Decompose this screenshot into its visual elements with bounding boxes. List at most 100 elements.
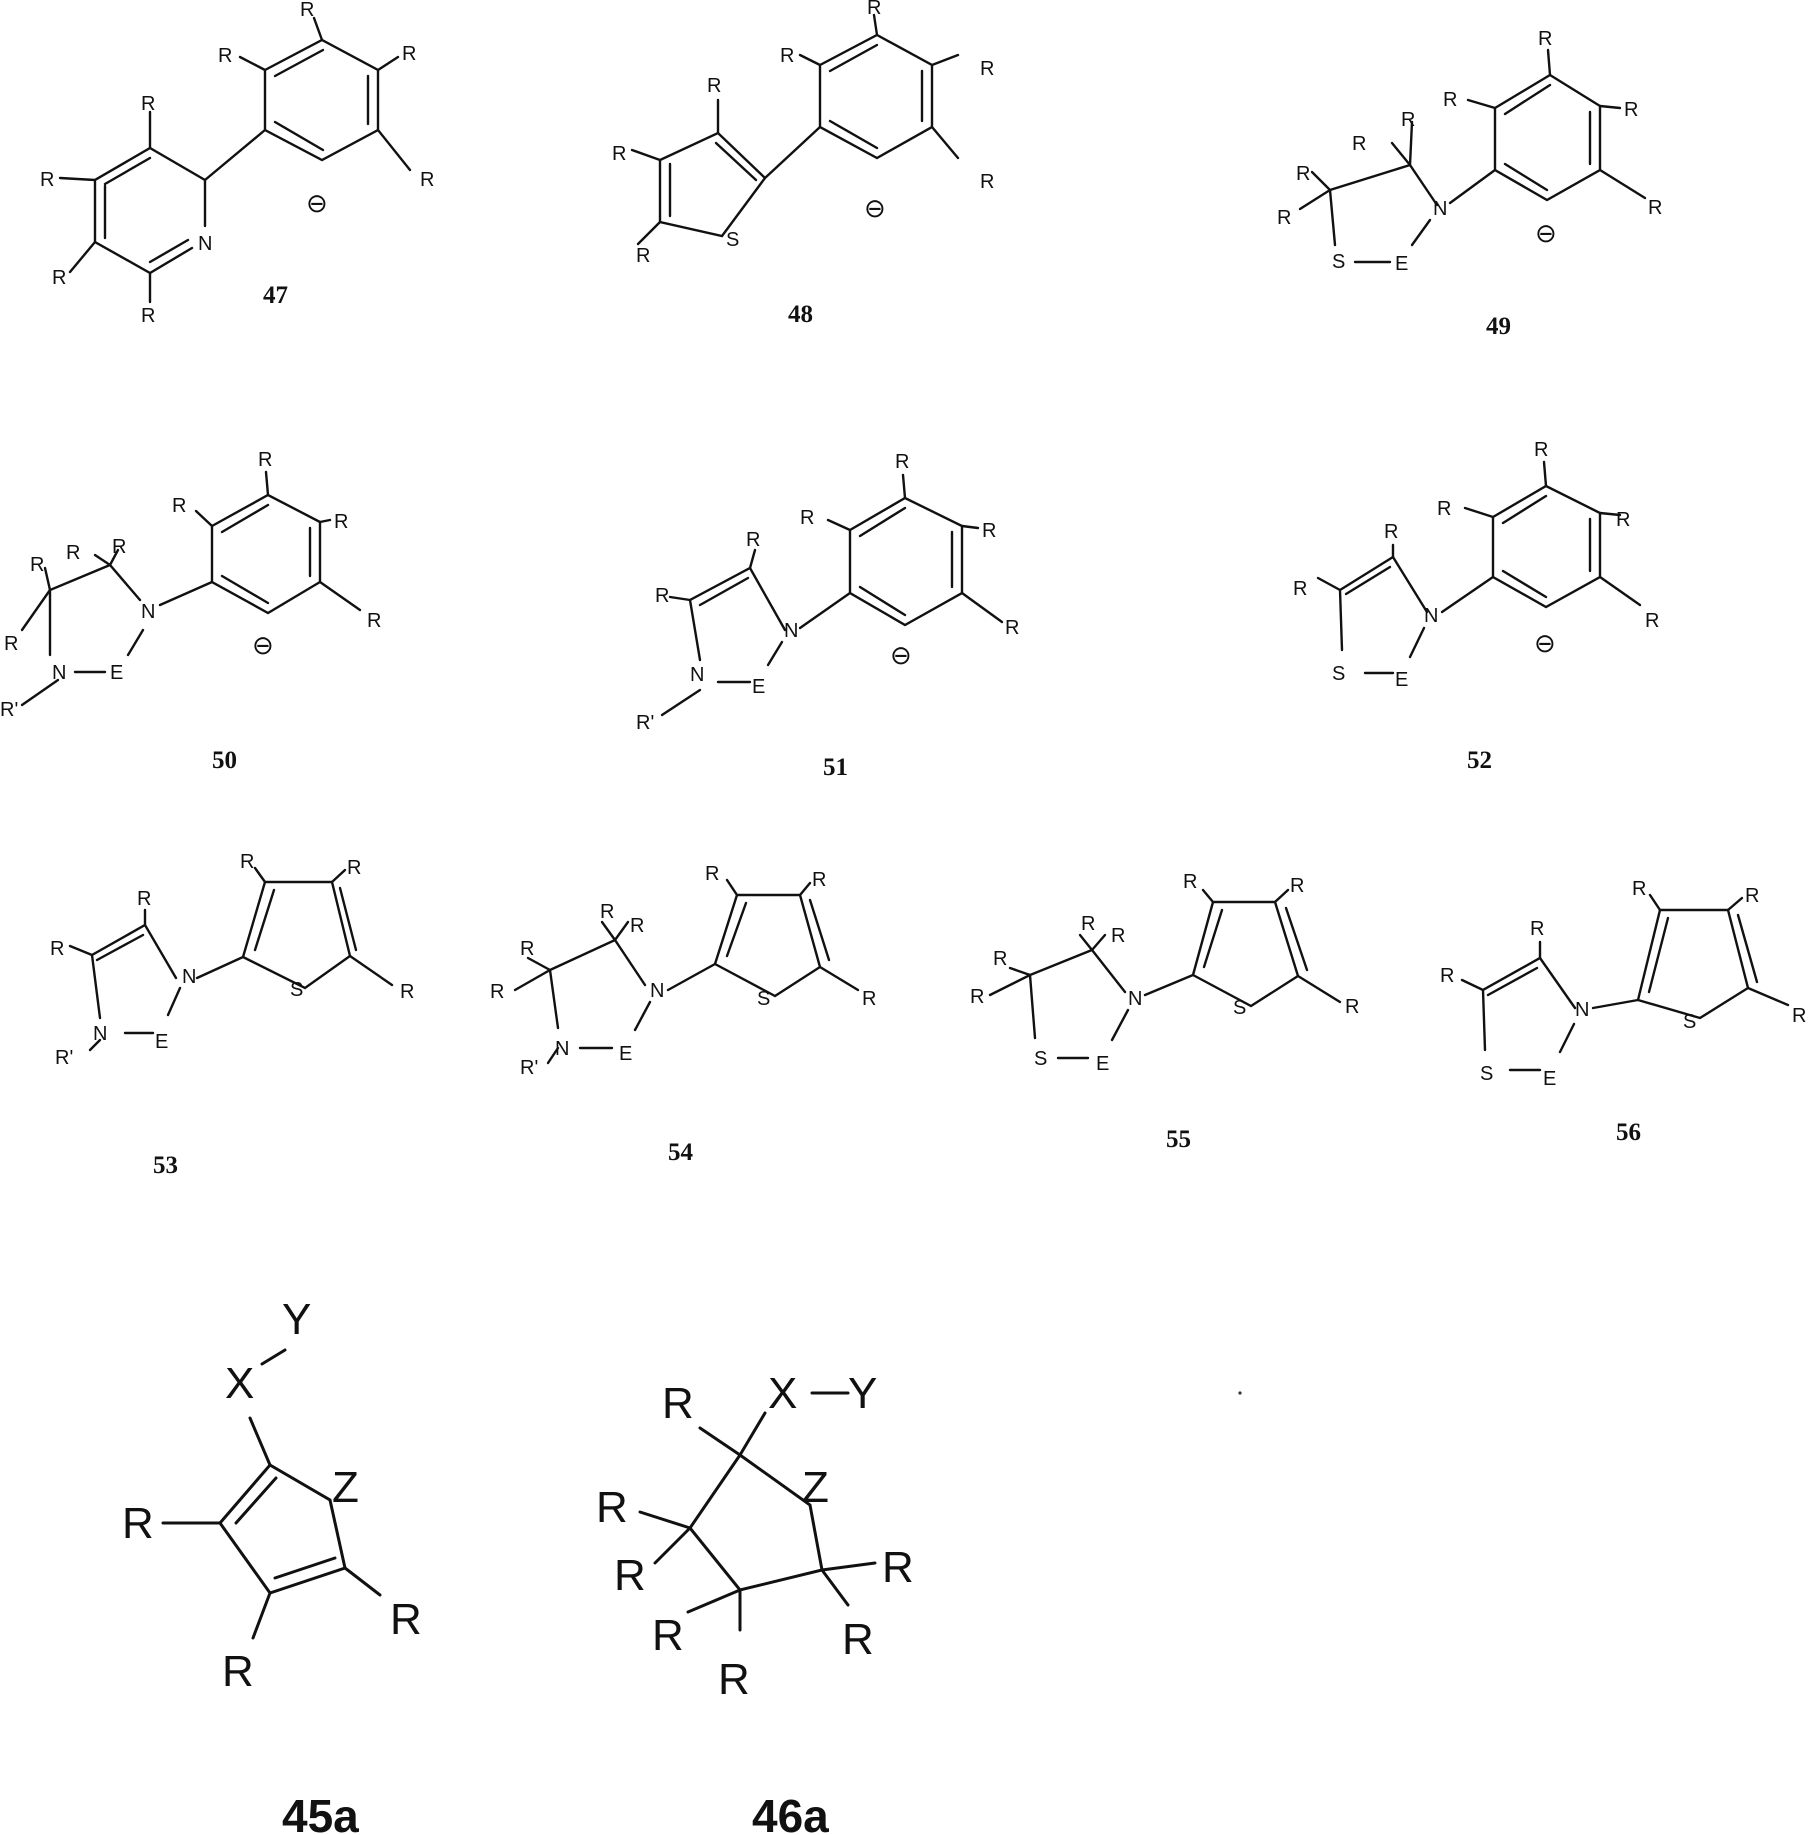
atom-r: R: [1530, 918, 1544, 940]
atom-n: N: [555, 1038, 569, 1060]
atom-e: E: [1395, 253, 1408, 275]
atom-r: R: [1745, 885, 1759, 907]
atom-r: R: [141, 93, 155, 115]
atom-r: R: [1538, 28, 1552, 50]
atom-n: N: [198, 233, 212, 255]
negative-charge-icon: ⊖: [306, 189, 328, 219]
bonds: [632, 15, 958, 244]
atom-r: R: [980, 58, 994, 80]
atom-r: R: [1616, 509, 1630, 531]
compound-45a: Y X Z R R R 45a: [122, 1295, 422, 1835]
atom-s: S: [726, 229, 739, 251]
atom-e: E: [752, 676, 765, 698]
compound-label: 54: [668, 1139, 694, 1166]
atom-r: R: [652, 1611, 684, 1660]
compound-50: R R R R R R R R R' N N E ⊖ 50: [0, 449, 381, 774]
compound-46a: R X Y Z R R R R R R 46a: [596, 1369, 914, 1835]
atom-r: R: [218, 45, 232, 67]
atom-r: R: [867, 0, 881, 19]
atom-r: R: [812, 869, 826, 891]
atom-x: X: [768, 1369, 797, 1418]
atom-r: R: [1401, 109, 1415, 131]
atom-r: R: [258, 449, 272, 471]
atom-s: S: [1332, 663, 1345, 685]
atom-r: R: [1645, 610, 1659, 632]
atom-r: R: [122, 1499, 154, 1548]
atom-s: S: [1332, 251, 1345, 273]
atom-z: Z: [332, 1463, 359, 1512]
atom-r: R: [402, 43, 416, 65]
atom-r: R: [1440, 965, 1454, 987]
bonds: [70, 868, 392, 1050]
atom-r: R: [347, 857, 361, 879]
atom-r: R: [1632, 878, 1646, 900]
atom-n: N: [141, 601, 155, 623]
atom-n: N: [1424, 605, 1438, 627]
compound-47: R R R R R R R R N ⊖ 47: [40, 0, 434, 327]
bonds: [990, 890, 1340, 1058]
atom-r: R: [746, 529, 760, 551]
compound-label: 52: [1467, 747, 1492, 774]
compound-48: R R R R R R R S ⊖ 48: [612, 0, 994, 328]
atom-r-prime: R': [636, 712, 654, 734]
atom-r: R: [662, 1379, 694, 1428]
atom-r: R: [40, 169, 54, 191]
atom-e: E: [155, 1031, 168, 1053]
speck-dot: [1238, 1391, 1241, 1394]
atom-s: S: [290, 979, 303, 1001]
atom-y: Y: [848, 1369, 877, 1418]
atom-r: R: [630, 915, 644, 937]
atom-r: R: [520, 938, 534, 960]
atom-r: R: [137, 888, 151, 910]
atom-r: R: [842, 1615, 874, 1664]
bonds: [60, 18, 410, 302]
atom-r: R: [66, 542, 80, 564]
compound-label: 48: [788, 301, 813, 328]
atom-e: E: [110, 662, 123, 684]
atom-r: R: [970, 986, 984, 1008]
atom-r: R: [222, 1647, 254, 1696]
compound-label: 49: [1486, 313, 1511, 340]
atom-r: R: [367, 610, 381, 632]
atom-n: N: [650, 980, 664, 1002]
atom-e: E: [1543, 1068, 1556, 1090]
atom-n: N: [52, 662, 66, 684]
atom-s: S: [1683, 1011, 1696, 1033]
atom-s: S: [757, 988, 770, 1010]
atom-r: R: [705, 863, 719, 885]
atom-r: R: [172, 495, 186, 517]
atom-r: R: [1352, 133, 1366, 155]
atom-r: R: [707, 75, 721, 97]
atom-s: S: [1233, 997, 1246, 1019]
atom-r: R: [780, 45, 794, 67]
atom-r: R: [1296, 163, 1310, 185]
atom-r: R: [112, 536, 126, 558]
bonds: [662, 475, 1002, 715]
atom-r: R: [1081, 913, 1095, 935]
compound-49: R R R R R R R R N S E ⊖ 49: [1277, 28, 1662, 340]
atom-r: R: [490, 981, 504, 1003]
compound-label: 56: [1616, 1119, 1641, 1146]
negative-charge-icon: ⊖: [1534, 629, 1556, 659]
negative-charge-icon: ⊖: [890, 641, 912, 671]
compound-51: R R R R R R R' N N E ⊖ 51: [636, 451, 1019, 781]
atom-r: R: [655, 585, 669, 607]
atom-r: R: [980, 171, 994, 193]
atom-r: R: [882, 1543, 914, 1592]
atom-r: R: [1277, 207, 1291, 229]
compound-label: 50: [212, 747, 237, 774]
atom-s: S: [1480, 1063, 1493, 1085]
atom-r: R: [30, 554, 44, 576]
atom-r: R: [1624, 99, 1638, 121]
atom-r-prime: R': [0, 699, 18, 721]
atom-r: R: [614, 1551, 646, 1600]
atom-r: R: [612, 143, 626, 165]
atom-x: X: [225, 1359, 254, 1408]
compound-52: R R R R R R N S E ⊖ 52: [1293, 439, 1659, 774]
bonds: [640, 1393, 875, 1630]
atom-r: R: [1005, 617, 1019, 639]
atom-r: R: [400, 981, 414, 1003]
atom-r: R: [1183, 871, 1197, 893]
compound-label: 46a: [752, 1790, 829, 1835]
atom-r: R: [862, 988, 876, 1010]
